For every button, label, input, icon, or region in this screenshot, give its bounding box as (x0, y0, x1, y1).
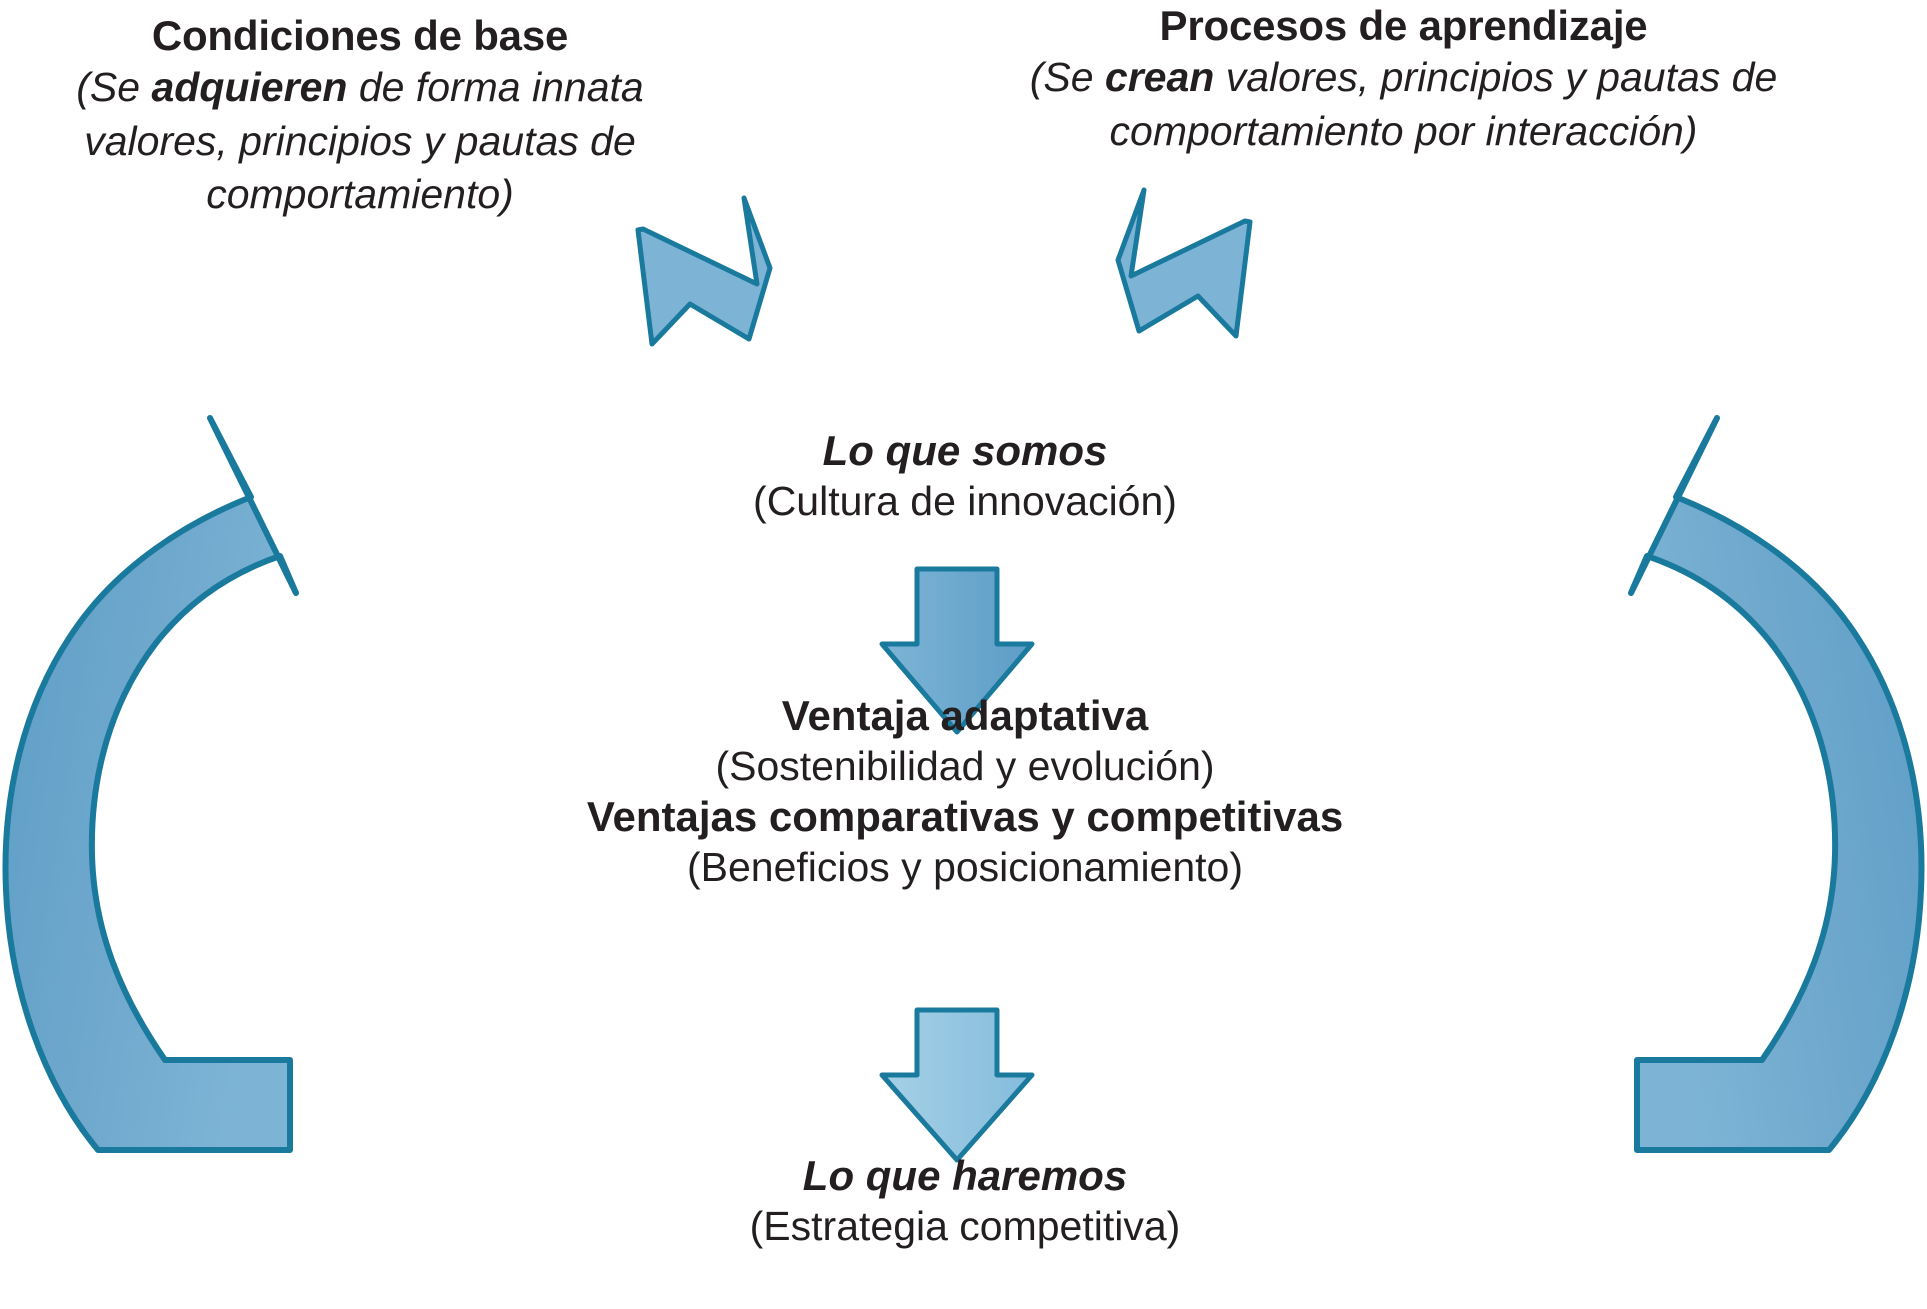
node-ventaja-line-2: (Sostenibilidad y evolución) (715, 743, 1215, 790)
node-lo-que-somos-detail: (Cultura de innovación) (753, 478, 1177, 525)
header-right-title: Procesos de aprendizaje (1159, 2, 1648, 49)
header-left-subtitle: (Se adquieren de forma innata valores, p… (0, 61, 720, 221)
arrow-cycle-left-icon (2, 415, 299, 1153)
node-ventaja-adaptativa: Ventaja adaptativa (Sostenibilidad y evo… (345, 690, 1585, 893)
header-right-subtitle: (Se crean valores, principios y pautas d… (880, 51, 1927, 158)
header-left-title: Condiciones de base (151, 12, 569, 59)
node-lo-que-somos: Lo que somos (Cultura de innovación) (465, 425, 1465, 526)
header-right-sub-rest: valores, principios y pautas de comporta… (1109, 54, 1778, 154)
node-ventaja-line-1: Ventaja adaptativa (781, 692, 1149, 739)
arrow-from-procesos-de-aprendizaje-icon (1115, 187, 1253, 339)
header-condiciones-de-base: Condiciones de base (Se adquieren de for… (0, 10, 720, 221)
node-lo-que-haremos-detail: (Estrategia competitiva) (749, 1203, 1181, 1250)
arrow-cycle-right-icon (1628, 415, 1925, 1153)
header-right-sub-emphasis: crean (1104, 54, 1215, 101)
node-ventaja-line-4: (Beneficios y posicionamiento) (686, 844, 1244, 891)
header-left-sub-rest: de forma innata valores, principios y pa… (84, 64, 644, 217)
node-lo-que-somos-label: Lo que somos (822, 427, 1108, 474)
header-left-sub-prefix: (Se (76, 64, 152, 111)
arrow-ventaja-to-haremos-icon (879, 1007, 1035, 1163)
node-lo-que-haremos: Lo que haremos (Estrategia competitiva) (465, 1150, 1465, 1251)
node-ventaja-line-3: Ventajas comparativas y competitivas (586, 793, 1344, 841)
header-right-sub-prefix: (Se (1029, 54, 1105, 101)
header-left-sub-emphasis: adquieren (151, 64, 348, 111)
header-procesos-de-aprendizaje: Procesos de aprendizaje (Se crean valore… (880, 0, 1927, 158)
node-lo-que-haremos-label: Lo que haremos (802, 1152, 1128, 1199)
